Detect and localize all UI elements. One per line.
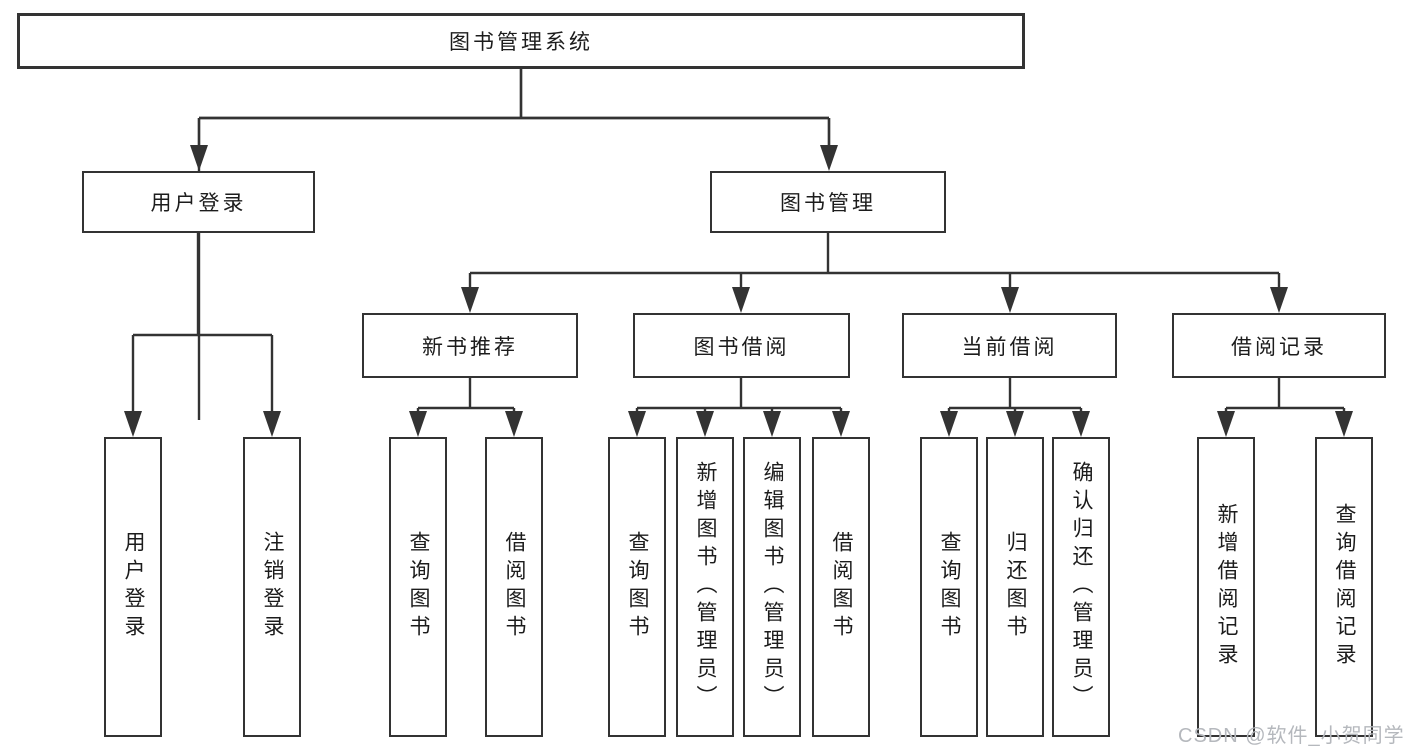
node-label: 图书借阅 — [693, 335, 790, 359]
arrowheads-root-branch — [190, 145, 838, 171]
arrowheads-borrow-record-branch — [1217, 411, 1353, 437]
leaf-label: 查询图书 — [626, 531, 649, 643]
leaf-label: 新增图书（管理员） — [694, 461, 717, 713]
node-label: 图书管理 — [780, 192, 876, 215]
node-current-borrowing: 当前借阅 — [902, 313, 1117, 378]
node-library-management-system: 图书管理系统 — [17, 13, 1025, 69]
leaf-add-books-admin: 新增图书（管理员） — [676, 437, 734, 737]
leaf-label: 编辑图书（管理员） — [761, 461, 784, 713]
leaf-query-books-recommend: 查询图书 — [389, 437, 447, 737]
leaf-confirm-return-admin: 确认归还（管理员） — [1052, 437, 1110, 737]
leaf-label: 借阅图书 — [830, 531, 853, 643]
arrowheads-current-borrow-branch — [940, 411, 1090, 437]
connector-book-mgmt-branch — [468, 233, 1281, 291]
leaf-edit-books-admin: 编辑图书（管理员） — [743, 437, 801, 737]
leaf-label: 借阅图书 — [503, 531, 526, 643]
leaf-user-login: 用户登录 — [104, 437, 162, 737]
leaf-label: 注销登录 — [261, 531, 284, 643]
node-label: 用户登录 — [150, 192, 247, 215]
leaf-add-borrow-record: 新增借阅记录 — [1197, 437, 1255, 737]
connector-current-borrow-branch — [947, 378, 1083, 415]
leaf-query-books-borrowing: 查询图书 — [608, 437, 666, 737]
node-user-login: 用户登录 — [82, 171, 315, 233]
node-label: 借阅记录 — [1231, 335, 1327, 359]
connector-new-book-branch — [416, 378, 516, 415]
arrowheads-book-mgmt-branch — [461, 287, 1288, 313]
leaf-return-books: 归还图书 — [986, 437, 1044, 737]
leaf-label: 归还图书 — [1004, 531, 1027, 643]
csdn-watermark: CSDN @软件_小贺同学 — [1178, 725, 1405, 747]
node-book-management: 图书管理 — [710, 171, 946, 233]
node-label: 新书推荐 — [422, 335, 518, 359]
arrowheads-book-borrow-branch — [628, 411, 850, 437]
leaf-label: 查询图书 — [938, 531, 961, 643]
connector-borrow-record-branch — [1224, 378, 1346, 415]
leaf-query-borrow-record: 查询借阅记录 — [1315, 437, 1373, 737]
arrowheads-new-book-branch — [409, 411, 523, 437]
leaf-label: 查询图书 — [407, 531, 430, 643]
leaf-borrow-books-recommend: 借阅图书 — [485, 437, 543, 737]
leaf-label: 用户登录 — [122, 531, 145, 643]
leaf-borrow-books-borrowing: 借阅图书 — [812, 437, 870, 737]
leaf-label: 确认归还（管理员） — [1070, 461, 1093, 713]
leaf-query-books-current: 查询图书 — [920, 437, 978, 737]
leaf-logout: 注销登录 — [243, 437, 301, 737]
leaf-label: 新增借阅记录 — [1215, 503, 1238, 671]
arrowheads-user-login-branch — [124, 411, 281, 437]
node-label: 图书管理系统 — [449, 31, 593, 54]
leaf-label: 查询借阅记录 — [1333, 503, 1356, 671]
connector-user-login-branch — [131, 233, 274, 415]
node-new-book-recommend: 新书推荐 — [362, 313, 578, 378]
connector-book-borrow-branch — [635, 378, 843, 415]
node-label: 当前借阅 — [961, 335, 1058, 359]
node-borrowing-records: 借阅记录 — [1172, 313, 1386, 378]
connector-root-branch — [197, 69, 831, 149]
node-book-borrowing: 图书借阅 — [633, 313, 850, 378]
